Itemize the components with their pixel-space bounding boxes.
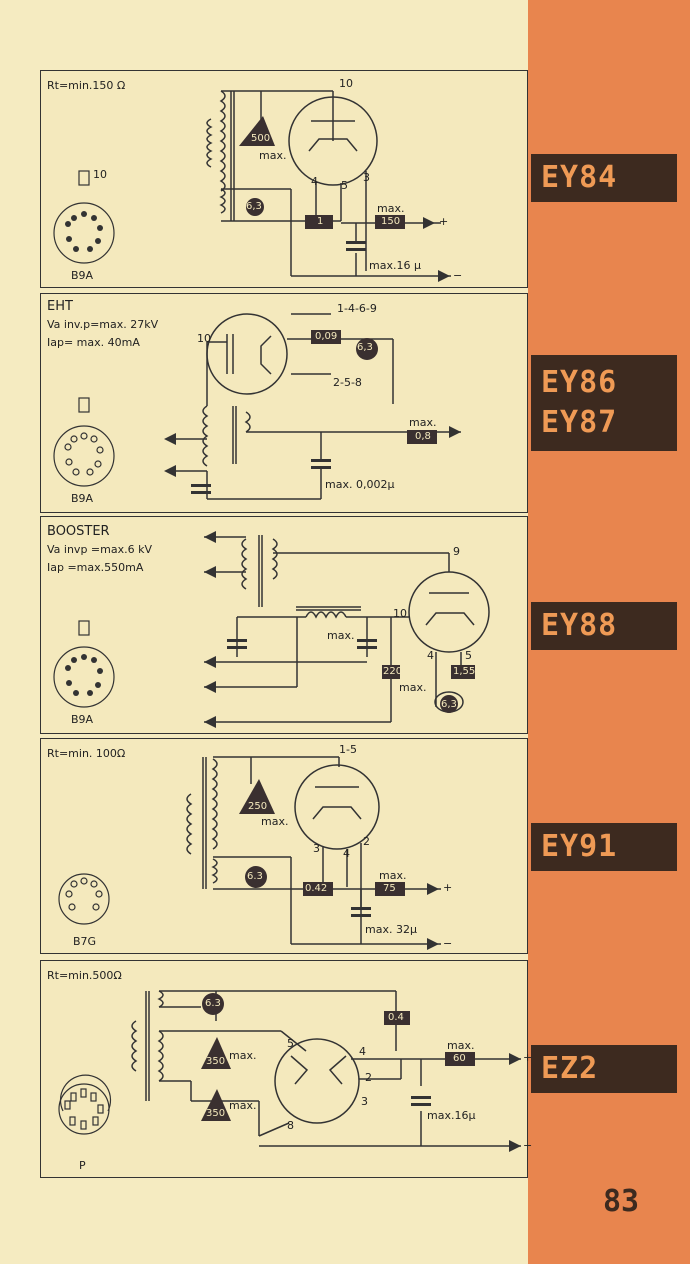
pin-label: 5: [287, 1037, 294, 1050]
heater-label: 6,3: [357, 342, 373, 353]
pin-label: 2: [363, 835, 370, 848]
max-label: max.: [229, 1099, 257, 1112]
pin-label: 10: [393, 607, 407, 620]
circuit-panel-ey88: BOOSTER Va invp =max.6 kV Iap =max.550mA…: [40, 516, 528, 734]
tab-ez2[interactable]: EZ2: [531, 1045, 677, 1093]
socket-base-label: B9A: [71, 269, 94, 282]
tab-ey91[interactable]: EY91: [531, 823, 677, 871]
plus-label: +: [439, 215, 449, 228]
output-max-label: max.: [377, 202, 405, 215]
panel-title: EHT: [47, 299, 73, 314]
output-label: 75: [383, 883, 396, 894]
socket-base-label: P: [79, 1159, 86, 1172]
capacitor-label: max. 32μ: [365, 923, 417, 936]
pin-label: 4: [427, 649, 434, 662]
max-label: max.: [261, 815, 289, 828]
plus-label: +: [443, 881, 453, 894]
tab-label: EY91: [541, 829, 618, 864]
panel-note: Iap =max.550mA: [47, 561, 144, 574]
minus-label: −: [443, 937, 453, 950]
pin-label: 2-5-8: [333, 376, 362, 389]
circuit-panel-ey86-ey87: EHT Va inv.p=max. 27kV Iap= max. 40mA 1-…: [40, 293, 528, 513]
output-max-label: max.: [409, 416, 437, 429]
panel-note: Va inv.p=max. 27kV: [47, 318, 159, 331]
heater-label: 6.3: [205, 998, 221, 1009]
tab-label: EZ2: [541, 1051, 599, 1086]
pin-label: 3: [361, 1095, 368, 1108]
pin-label: 4: [359, 1045, 366, 1058]
circuit-diagram: [53, 313, 461, 500]
peak-voltage-label: 350: [206, 1108, 226, 1119]
max-label: max.: [399, 681, 427, 694]
capacitor-label: max.16 μ: [369, 259, 421, 272]
pin-label: 8: [287, 1119, 294, 1132]
circuit-diagram: [53, 531, 490, 728]
socket-base-label: B7G: [73, 935, 97, 948]
tab-label: EY86: [541, 365, 618, 400]
resistor-label: 0.42: [305, 883, 328, 894]
peak-voltage-label: 250: [248, 801, 268, 812]
circuit-diagram: [58, 756, 441, 950]
tab-label: EY84: [541, 160, 618, 195]
panel-note: Rt=min.500Ω: [47, 969, 122, 982]
resistor-label: 1,55: [453, 666, 476, 677]
tab-ey88[interactable]: EY88: [531, 602, 677, 650]
resistor-label: 0,09: [315, 331, 338, 342]
pin-label: 10: [339, 77, 353, 90]
output-label: 150: [381, 216, 401, 227]
max-label: max.: [259, 149, 287, 162]
minus-label: −: [453, 269, 463, 282]
panel-note: Iap= max. 40mA: [47, 336, 140, 349]
heater-label: 6.3: [247, 871, 263, 882]
pin-label: 9: [453, 545, 460, 558]
resistor-label: 1: [317, 216, 324, 227]
panel-note: Va invp =max.6 kV: [47, 543, 152, 556]
circuit-panel-ez2: Rt=min.500Ω 6.3 0.4 350 350 max. max. ma…: [40, 960, 532, 1178]
output-max-label: max.: [379, 869, 407, 882]
tab-ey84[interactable]: EY84: [531, 154, 677, 202]
tab-ey86-ey87[interactable]: EY86 EY87: [531, 355, 677, 451]
circuit-diagram: [53, 90, 451, 282]
pin-label: 5: [465, 649, 472, 662]
plus-label: +: [523, 1051, 533, 1064]
circuit-panel-ey91: Rt=min. 100Ω 1-5 250 max. 6.3 0.42 max. …: [40, 738, 528, 954]
capacitor-label: max.16μ: [427, 1109, 476, 1122]
max-label: max.: [327, 629, 355, 642]
max-label: max.: [229, 1049, 257, 1062]
socket-base-label: B9A: [71, 713, 94, 726]
heater-label: 6,3: [246, 201, 262, 212]
pin-label: 3: [313, 842, 320, 855]
panel-title: BOOSTER: [47, 524, 110, 539]
heater-label: 6,3: [441, 699, 457, 710]
output-label: 60: [453, 1053, 466, 1064]
page-number: 83: [603, 1184, 640, 1219]
output-label: 0,8: [415, 431, 431, 442]
tab-label: EY88: [541, 608, 618, 643]
output-max-label: max.: [447, 1039, 475, 1052]
pin-label: 3: [363, 171, 370, 184]
pin-label: 4: [343, 847, 350, 860]
panel-note: Rt=min.150 Ω: [47, 79, 126, 92]
pin-label: 2: [365, 1071, 372, 1084]
panel-note: Rt=min. 100Ω: [47, 747, 126, 760]
pin-label: 4: [311, 175, 318, 188]
circuit-diagram: [58, 990, 521, 1152]
pin-label: 5: [341, 179, 348, 192]
capacitor-label: max. 0,002μ: [325, 478, 395, 491]
pin-label: 10: [197, 332, 211, 345]
pin-label: 1-5: [339, 743, 357, 756]
circuit-panel-ey84: Rt=min.150 Ω 500 max. 6,3 1 max. 150 max…: [40, 70, 528, 288]
socket-pin-label: 10: [93, 168, 107, 181]
tab-label: EY87: [541, 405, 618, 440]
resistor-label: 0.4: [388, 1012, 404, 1023]
minus-label: −: [523, 1139, 533, 1152]
pin-label: 1-4-6-9: [337, 302, 377, 315]
socket-base-label: B9A: [71, 492, 94, 505]
peak-voltage-label: 500: [251, 133, 271, 144]
peak-voltage-label: 350: [206, 1056, 226, 1067]
resistor-label: 220: [383, 666, 403, 677]
